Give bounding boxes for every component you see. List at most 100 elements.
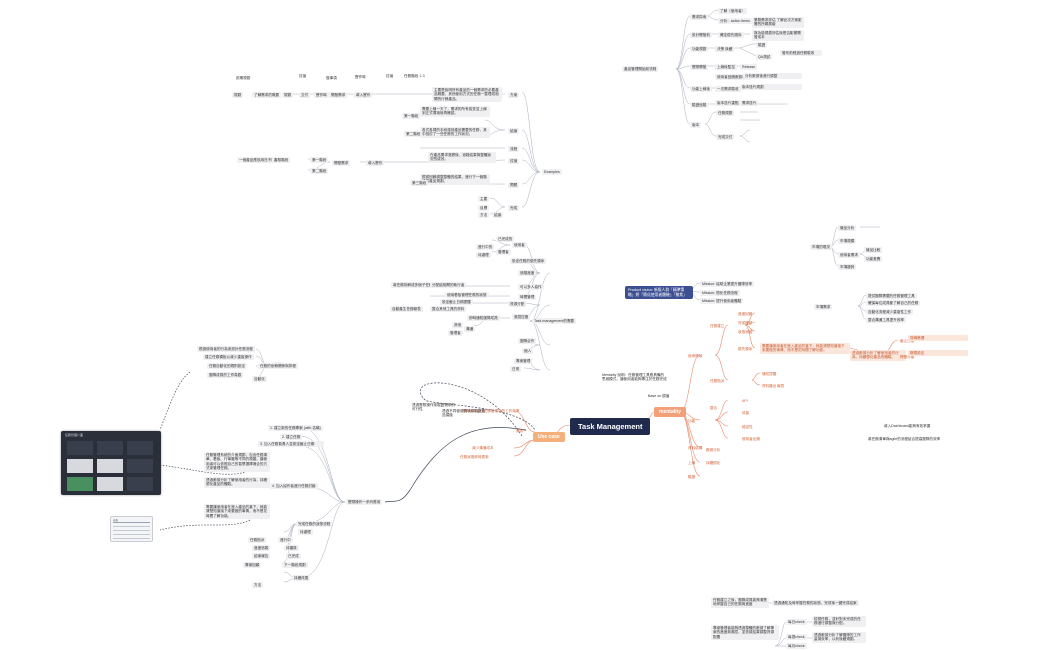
left-item-2[interactable]: 3. 加入任務負責人並設定截止日期 [258, 441, 324, 448]
left-item-1[interactable]: 2. 建立任務 [280, 434, 303, 441]
left-status-7[interactable]: 專案回顧 [243, 562, 262, 569]
use-case-lower-1[interactable]: 任務狀態即時更新 [460, 455, 489, 459]
mentality-sub-0[interactable]: 任務建立 [710, 324, 725, 328]
bottom-right-note-0[interactable]: 檢視任務，並針對未完成的任務進行調整與分配。 [812, 616, 866, 627]
mid-1[interactable]: 第二階段 [310, 168, 329, 175]
mid-top-0[interactable]: 已完成的 [496, 236, 515, 243]
branch-5[interactable]: 完成 [508, 205, 520, 212]
chain-3[interactable]: 交付 [299, 92, 311, 99]
chain-step-5[interactable]: 開發需求 [332, 160, 351, 167]
mentality-leaf-5[interactable]: 標籤分類 [900, 355, 915, 359]
mentality-leaf-17[interactable]: 持續優化 [706, 461, 721, 465]
left-mid[interactable]: 審核階段 [272, 157, 291, 164]
mission-0[interactable]: Mission: 協助企業提升團隊效率 [700, 281, 755, 288]
mission-2[interactable]: Mission: 提升使用者體驗 [700, 298, 744, 305]
tab-0[interactable]: 前期規劃 [236, 76, 251, 80]
process-detail-6[interactable]: 驗證 [756, 42, 768, 49]
mentality-leaf-4[interactable]: 截止日期 [900, 339, 915, 343]
left-note-box-3[interactable]: 需要讓使用者在進入產品的當下，就能清楚知道接下來要做的事情，而不是花時間了解功能… [204, 504, 270, 520]
use-case-lower-0[interactable]: 減少溝通成本 [472, 446, 494, 450]
branch-0[interactable]: 方案 [508, 92, 520, 99]
market-0[interactable]: 競品分析 [838, 225, 857, 232]
mid-branch-4[interactable]: 資源分配 [508, 301, 527, 308]
mentality-red-4[interactable]: 驗證 [688, 475, 696, 479]
bottom-1[interactable]: 目標 [478, 205, 490, 212]
tab-1[interactable]: 討論 [299, 74, 307, 78]
process-detail-4[interactable]: 與功能規劃評估後是否影響開發成本 [752, 30, 804, 41]
mid-branch-5[interactable]: 風險控管 [512, 314, 531, 321]
process-detail-16[interactable]: 需求迭代 [740, 100, 759, 107]
bottom-2[interactable]: 方法 [478, 212, 490, 219]
root-node[interactable]: Task Management [570, 418, 651, 435]
process-detail-7[interactable]: QA測試 [756, 54, 773, 61]
step-label-c[interactable]: 第三階段 [410, 180, 429, 187]
chain-0[interactable]: 規劃 [232, 92, 244, 99]
process-item-3[interactable]: 實際開發 [690, 64, 709, 71]
bottom-right-a[interactable]: 任務建立之後，團隊成員能夠清楚地掌握自己的任務與進度 [711, 597, 769, 608]
left-status-8[interactable]: 下一階段規劃 [282, 562, 308, 569]
market-status[interactable]: 市場的現況 [810, 244, 832, 251]
left-note-box-2[interactable]: 透過數據分析了解使用者的行為，持續優化產品的體驗。 [204, 477, 270, 488]
chain-1[interactable]: 了解需求的概要 [252, 92, 282, 99]
step-label-b[interactable]: 第二階段 [404, 131, 423, 138]
bottom-right-b-2[interactable]: 每月check [786, 643, 807, 650]
bottom-right-a-child[interactable]: 透過通知及時掌握任務的狀態，完成後一鍵完成結案 [772, 600, 859, 607]
step-label-a[interactable]: 第一階段 [402, 113, 421, 120]
left-item-0[interactable]: 1. 建立新的任務專案 (with 名稱) [268, 425, 323, 432]
left-status-3[interactable]: 進度追蹤 [252, 545, 271, 552]
mid-lower-3[interactable]: 團隊合作 [518, 338, 537, 345]
chain-5[interactable]: 開發需求 [329, 92, 348, 99]
mentality-node[interactable]: mentality [654, 407, 686, 417]
tab-3[interactable]: 實作時 [355, 75, 366, 79]
mentality-leaf-13[interactable]: 效能 [742, 411, 750, 415]
market-3[interactable]: 市場趨勢 [838, 264, 857, 271]
branch-4[interactable]: 問題 [508, 182, 520, 189]
left-status-10[interactable]: 方法 [252, 582, 264, 589]
process-item-5[interactable]: 驗證追蹤 [690, 102, 709, 109]
mid-lower-2[interactable]: 管理者 [448, 330, 463, 337]
chain-6[interactable]: 導入實作 [354, 92, 373, 99]
left-status-4[interactable]: 待審核 [284, 545, 299, 552]
process-item-0[interactable]: 需求探索 [690, 14, 709, 21]
mentality-leaf-0[interactable]: 進度回報 [738, 312, 753, 316]
market-1[interactable]: 市場規模 [838, 238, 857, 245]
mid-group-1[interactable]: 管理者 [496, 249, 511, 256]
need-2[interactable]: 自動化流程減少重複性工作 [866, 309, 914, 316]
branch-3[interactable]: 討論 [508, 158, 520, 165]
mentality-leaf-12[interactable]: API [742, 399, 748, 403]
market-5[interactable]: 功能差異 [864, 256, 883, 263]
task-mgmt-need[interactable]: Task management的需要 [532, 318, 577, 325]
mid-leaf-5[interactable]: 整合其他工具的資料 [430, 306, 467, 313]
left-scenario[interactable]: 一個產品應該用在不同場景下 [237, 157, 288, 164]
mentality-red-0[interactable]: 使用情境 [688, 354, 703, 358]
mentality-leaf-8[interactable]: 通知提醒 [762, 372, 777, 376]
mid-lower-5[interactable]: 專案管理 [514, 358, 533, 365]
mid-branch-0[interactable]: 設定任務的優先順序 [510, 258, 547, 265]
left-status-2[interactable]: 進行中 [278, 537, 293, 544]
mid-group-0[interactable]: 使用者 [512, 242, 527, 249]
right-note-1[interactable]: 將任務清單與agile的流程結合提高團隊的效率 [868, 437, 941, 441]
mid-top-1[interactable]: 進行中的 [476, 244, 495, 251]
dashboard-screenshot[interactable]: 任務管理介面 [61, 431, 161, 495]
step-note-2[interactable]: 各式各樣的手段達到產品需要的任務，其中檢討了一些任務的工作狀況。 [420, 127, 490, 138]
process-detail-11[interactable]: 使用者回饋數據收集 [715, 74, 752, 81]
process-detail-2[interactable]: 業務需求評估 了解此次方案影響的所屬層級 [752, 17, 804, 28]
mentality-leaf-14[interactable]: 穩定性 [742, 425, 753, 429]
use-case-link-label[interactable]: 透過不同使用情境來驗證產品價值 [442, 409, 486, 418]
mentality-leaf-2[interactable]: 狀態追蹤 [738, 330, 753, 334]
bottom-3[interactable]: 結論 [492, 212, 504, 219]
left-sub[interactable]: 4. 加入協作者進行任務討論 [270, 483, 318, 490]
process-detail-17[interactable]: 任務規劃 [716, 110, 735, 117]
process-item-4[interactable]: 功能上線後 [690, 86, 712, 93]
mentality-leaf-7[interactable]: 權限設定 [908, 350, 968, 357]
mid-0[interactable]: 第一階段 [310, 157, 329, 164]
mid-leaf-0[interactable]: 將任務拆解成多個子任務 [391, 282, 435, 289]
branch-2[interactable]: 流程 [508, 146, 520, 153]
mid-branch-3[interactable]: 時間管理 [518, 294, 537, 301]
process-detail-5[interactable]: 決策 後續 [715, 46, 735, 53]
mid-branch-2[interactable]: 可以多人協作 [518, 284, 544, 291]
bottom-right-note-1[interactable]: 透過數據分析了解團隊的工作量與效率，以利後續規劃。 [812, 632, 866, 643]
mentality-red-3[interactable]: 上線 [688, 461, 696, 465]
bottom-right-b-0[interactable]: 每日check [786, 619, 807, 626]
left-status-9[interactable]: 持續改善 [292, 575, 311, 582]
